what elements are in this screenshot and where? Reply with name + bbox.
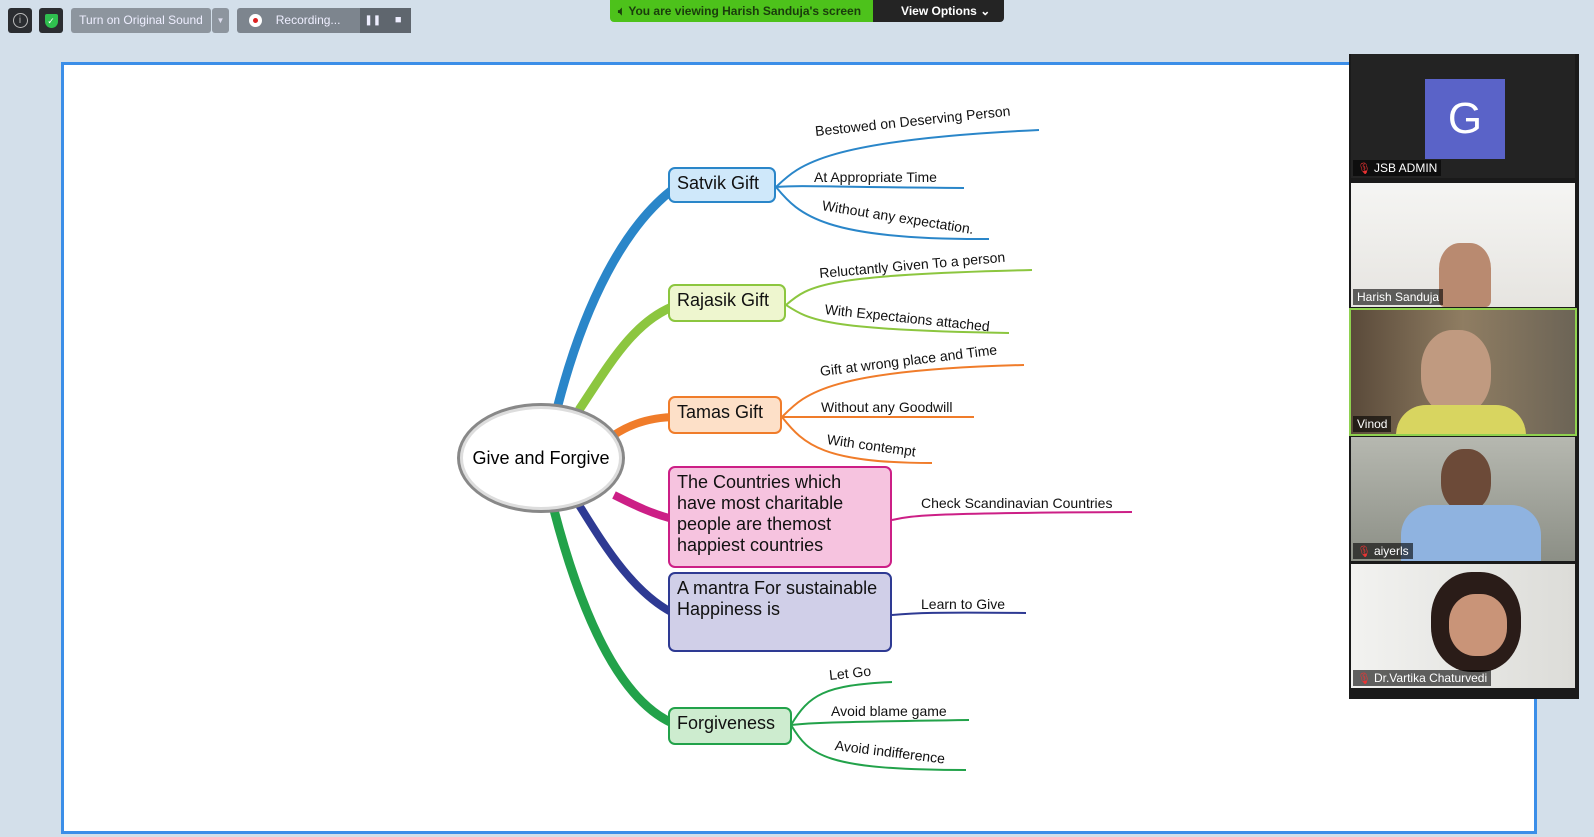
branch-node-countries: The Countries which have most charitable…: [668, 466, 892, 568]
branch-line: [575, 300, 679, 413]
leaf-label: Avoid blame game: [831, 703, 947, 719]
security-button[interactable]: ✓: [39, 8, 63, 33]
central-node: Give and Forgive: [457, 403, 625, 513]
video-tile-active-speaker[interactable]: Vinod: [1349, 308, 1577, 436]
record-icon: [249, 14, 262, 27]
branch-node-forgiveness: Forgiveness: [668, 707, 792, 745]
branch-line: [549, 508, 679, 730]
branch-node-rajasik: Rajasik Gift: [668, 284, 786, 322]
chevron-down-icon: ▼: [216, 16, 225, 25]
participant-video-panel: G 🎙︎JSB ADMIN Harish Sanduja Vinod 🎙︎aiy…: [1349, 54, 1579, 699]
branch-node-satvik: Satvik Gift: [668, 167, 776, 203]
recording-label: Recording...: [275, 13, 341, 27]
video-tile[interactable]: 🎙︎Dr.Vartika Chaturvedi: [1351, 564, 1575, 688]
screen-share-banner: 🔈︎ You are viewing Harish Sanduja's scre…: [610, 0, 1005, 22]
mic-muted-icon: 🎙︎: [1357, 545, 1371, 558]
shield-check-icon: ✓: [44, 13, 58, 28]
leaf-label: Check Scandinavian Countries: [921, 495, 1113, 511]
original-sound-button[interactable]: Turn on Original Sound: [71, 8, 211, 33]
branch-node-mantra: A mantra For sustainable Happiness is: [668, 572, 892, 652]
participant-name: aiyerls: [1373, 544, 1409, 558]
participant-name: Harish Sanduja: [1357, 290, 1440, 304]
leaf-label: Learn to Give: [921, 596, 1006, 612]
shared-screen: Give and Forgive Satvik Gift Rajasik Gif…: [61, 62, 1537, 834]
sound-options-dropdown[interactable]: ▼: [212, 8, 229, 33]
mic-muted-icon: 🎙︎: [1357, 162, 1371, 175]
info-icon: i: [12, 13, 28, 28]
leaf-label: At Appropriate Time: [814, 169, 937, 185]
branch-node-tamas: Tamas Gift: [668, 396, 782, 434]
branch-line: [553, 183, 679, 407]
branch-line: [575, 502, 679, 619]
video-tile[interactable]: 🎙︎aiyerls: [1351, 437, 1575, 561]
participant-name: JSB ADMIN: [1373, 161, 1438, 175]
pause-recording-button[interactable]: ❚❚: [360, 8, 386, 33]
view-options-button[interactable]: View Options ⌄: [873, 0, 1005, 22]
video-tile[interactable]: Harish Sanduja: [1351, 183, 1575, 307]
video-tile[interactable]: G 🎙︎JSB ADMIN: [1351, 54, 1575, 178]
avatar: G: [1425, 79, 1505, 159]
mindmap-connectors: [549, 129, 1133, 771]
stop-recording-button[interactable]: ■: [385, 8, 411, 33]
chevron-down-icon: ⌄: [980, 4, 991, 18]
participant-name: Vinod: [1357, 417, 1388, 431]
viewing-label: You are viewing Harish Sanduja's screen: [628, 4, 862, 18]
recording-status: Recording... ❚❚ ■: [237, 8, 411, 33]
participant-name: Dr.Vartika Chaturvedi: [1373, 671, 1488, 685]
view-options-label: View Options: [901, 4, 977, 18]
leaf-label: Without any Goodwill: [821, 399, 953, 415]
speaker-icon: 🔈︎: [618, 4, 629, 18]
meeting-info-button[interactable]: i: [8, 8, 32, 33]
mic-muted-icon: 🎙︎: [1357, 672, 1371, 685]
